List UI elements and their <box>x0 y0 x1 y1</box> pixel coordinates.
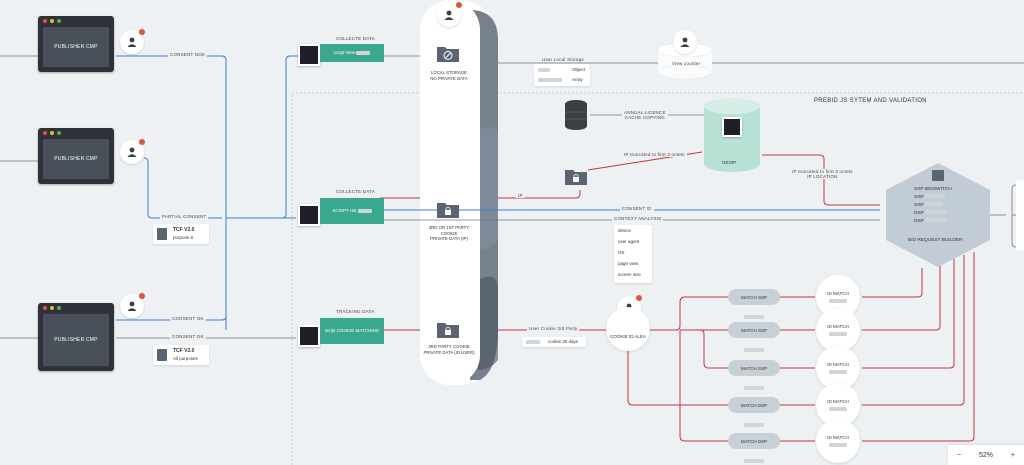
tcf-title: TCF V2.0 <box>173 227 195 233</box>
id-match-label: ID MATCH <box>827 291 849 296</box>
ip-label: IP <box>516 193 525 198</box>
context-item: user agent <box>618 239 640 244</box>
script-pill: SCRIPT HB <box>320 198 384 224</box>
user-avatar-icon <box>120 293 145 318</box>
context-item: screen size <box>618 272 641 277</box>
collect-header: COLLECTE DATA <box>334 189 377 194</box>
publisher-monitor-3: PUBLISHER CMP <box>38 303 114 371</box>
publisher-monitor-2: PUBLISHER CMP <box>38 128 114 184</box>
prebid-region <box>291 92 1024 465</box>
bid-request-hexagon <box>886 163 990 267</box>
id-match-label: ID MATCH <box>827 362 849 367</box>
storage-label: 3RD OR 1ST PARTY COOKIE PRIVATE DATA (IP… <box>428 225 470 241</box>
context-item: page view <box>618 261 639 266</box>
script-thumbnail <box>298 325 320 347</box>
match-ssp-node: MATCH SSP <box>728 289 780 305</box>
context-item: device <box>618 228 632 233</box>
column-front <box>420 0 480 385</box>
bid-line: SSP BIDSWITCH <box>914 187 952 192</box>
clipboard-icon <box>932 170 944 181</box>
id-match-node: ID MATCH <box>816 308 860 352</box>
tcf-card: TCF V2.0 All purposes <box>153 345 209 365</box>
bid-line: DSP <box>914 211 924 216</box>
tcf-card: TCF V2.0 purpose 8 <box>153 224 209 244</box>
cookie-card: cookie 30 days <box>522 337 586 347</box>
user-avatar-icon <box>437 2 462 27</box>
locked-folder-icon <box>437 323 459 338</box>
cookie-id-alea-node: COOKIE ID ALEA <box>606 307 650 351</box>
collect-header: COLLECTE DATA <box>334 36 377 41</box>
tcf-sub: All purposes <box>173 356 198 361</box>
offscreen-panel <box>1016 180 1024 250</box>
zoom-level: 52% <box>978 451 993 459</box>
storage-label: LOCAL STORAGE NO PRIVATE DATA <box>430 70 468 81</box>
match-ssp-node: MATCH SSP <box>728 322 780 338</box>
licence-label: ANNUAL LICENCE CACHE COPYING <box>622 110 668 120</box>
view-counter-disc <box>657 42 713 80</box>
publisher-cmp-label: PUBLISHER CMP <box>43 314 109 366</box>
script-thumbnail <box>298 44 320 66</box>
view-counter-label: View counter <box>672 61 701 66</box>
bid-line: SSP <box>914 203 924 208</box>
locked-folder-icon <box>437 203 459 218</box>
id-match-label: ID MATCH <box>827 324 849 329</box>
context-item: OS <box>618 250 625 255</box>
zoom-out-button[interactable]: − <box>956 451 962 459</box>
tcf-sub: purpose 8 <box>173 235 194 240</box>
consent-label: CONSENT NOK <box>168 52 208 57</box>
prebid-title: PREBID JS SYTEM AND VALIDATION <box>814 98 927 104</box>
geoip-thumbnail <box>722 117 742 137</box>
publisher-cmp-label: PUBLISHER CMP <box>43 27 109 67</box>
user-avatar-icon <box>120 29 145 54</box>
local-storage-label: User Local Storage <box>540 57 587 62</box>
ip-trunc-label: IP truncated to first 3 octets IP LOCATI… <box>790 169 855 179</box>
user-avatar-icon <box>673 30 697 54</box>
publisher-cmp-label: PUBLISHER CMP <box>43 139 109 179</box>
context-label: CONTEXT ANALYSIS <box>612 216 664 221</box>
clipboard-icon <box>157 349 167 361</box>
clipboard-icon <box>157 228 167 240</box>
consent-label: CONSENT OK <box>170 316 206 321</box>
cookie-days: cookie 30 days <box>548 339 579 344</box>
storage-row: Object <box>572 67 586 72</box>
id-match-node: ID MATCH <box>816 346 860 390</box>
collect-header: TRACKING DATA <box>334 309 377 314</box>
zoom-in-button[interactable]: + <box>1010 451 1015 459</box>
consent-label: CONSENT OK <box>170 334 206 339</box>
match-ssp-node: MATCH SSP <box>728 360 780 376</box>
script-pill: script COOKIE MATCHING <box>320 318 384 344</box>
blocked-folder-icon <box>437 47 459 62</box>
bid-lines: SSP BIDSWITCH SSP SSP DSP DSP <box>914 186 952 226</box>
match-dsp-node: MATCH DSP <box>728 397 780 413</box>
database-icon <box>565 100 587 130</box>
tcf-title: TCF V2.0 <box>173 348 195 354</box>
context-card: device user agent OS page view screen si… <box>614 225 652 283</box>
user-cookie-label: User Cookie 3rd Party <box>527 326 580 331</box>
script-thumbnail <box>298 204 320 226</box>
id-match-label: ID MATCH <box>827 435 849 440</box>
bid-footer: BID REQUEST BUILDER <box>908 238 963 243</box>
storage-label: 3RD PARTY COOKIE PRIVATE DATA (ID USER) <box>423 344 475 355</box>
publisher-monitor-1: PUBLISHER CMP <box>38 16 114 72</box>
consent-label: PARTIAL CONSENT <box>160 214 209 219</box>
bid-line: SSP <box>914 195 924 200</box>
locked-folder-icon <box>565 170 587 185</box>
storage-row: Array <box>572 77 583 82</box>
cookie-alea-label: COOKIE ID ALEA <box>610 333 646 339</box>
zoom-control: − 52% + <box>948 445 1024 465</box>
consent-id-label: CONSENT ID <box>620 206 654 211</box>
script-pill: script View <box>320 44 384 62</box>
bid-line: DSP <box>914 219 924 224</box>
user-avatar-icon <box>120 139 145 164</box>
local-storage-card: Object Array <box>534 64 590 86</box>
id-match-node: ID MATCH <box>816 419 860 463</box>
match-dsp-node: MATCH DSP <box>728 433 780 449</box>
geoip-label: GEOIP <box>722 160 737 165</box>
id-match-label: ID MATCH <box>827 399 849 404</box>
ip-trunc-label: IP truncated to first 3 octets <box>622 152 687 157</box>
